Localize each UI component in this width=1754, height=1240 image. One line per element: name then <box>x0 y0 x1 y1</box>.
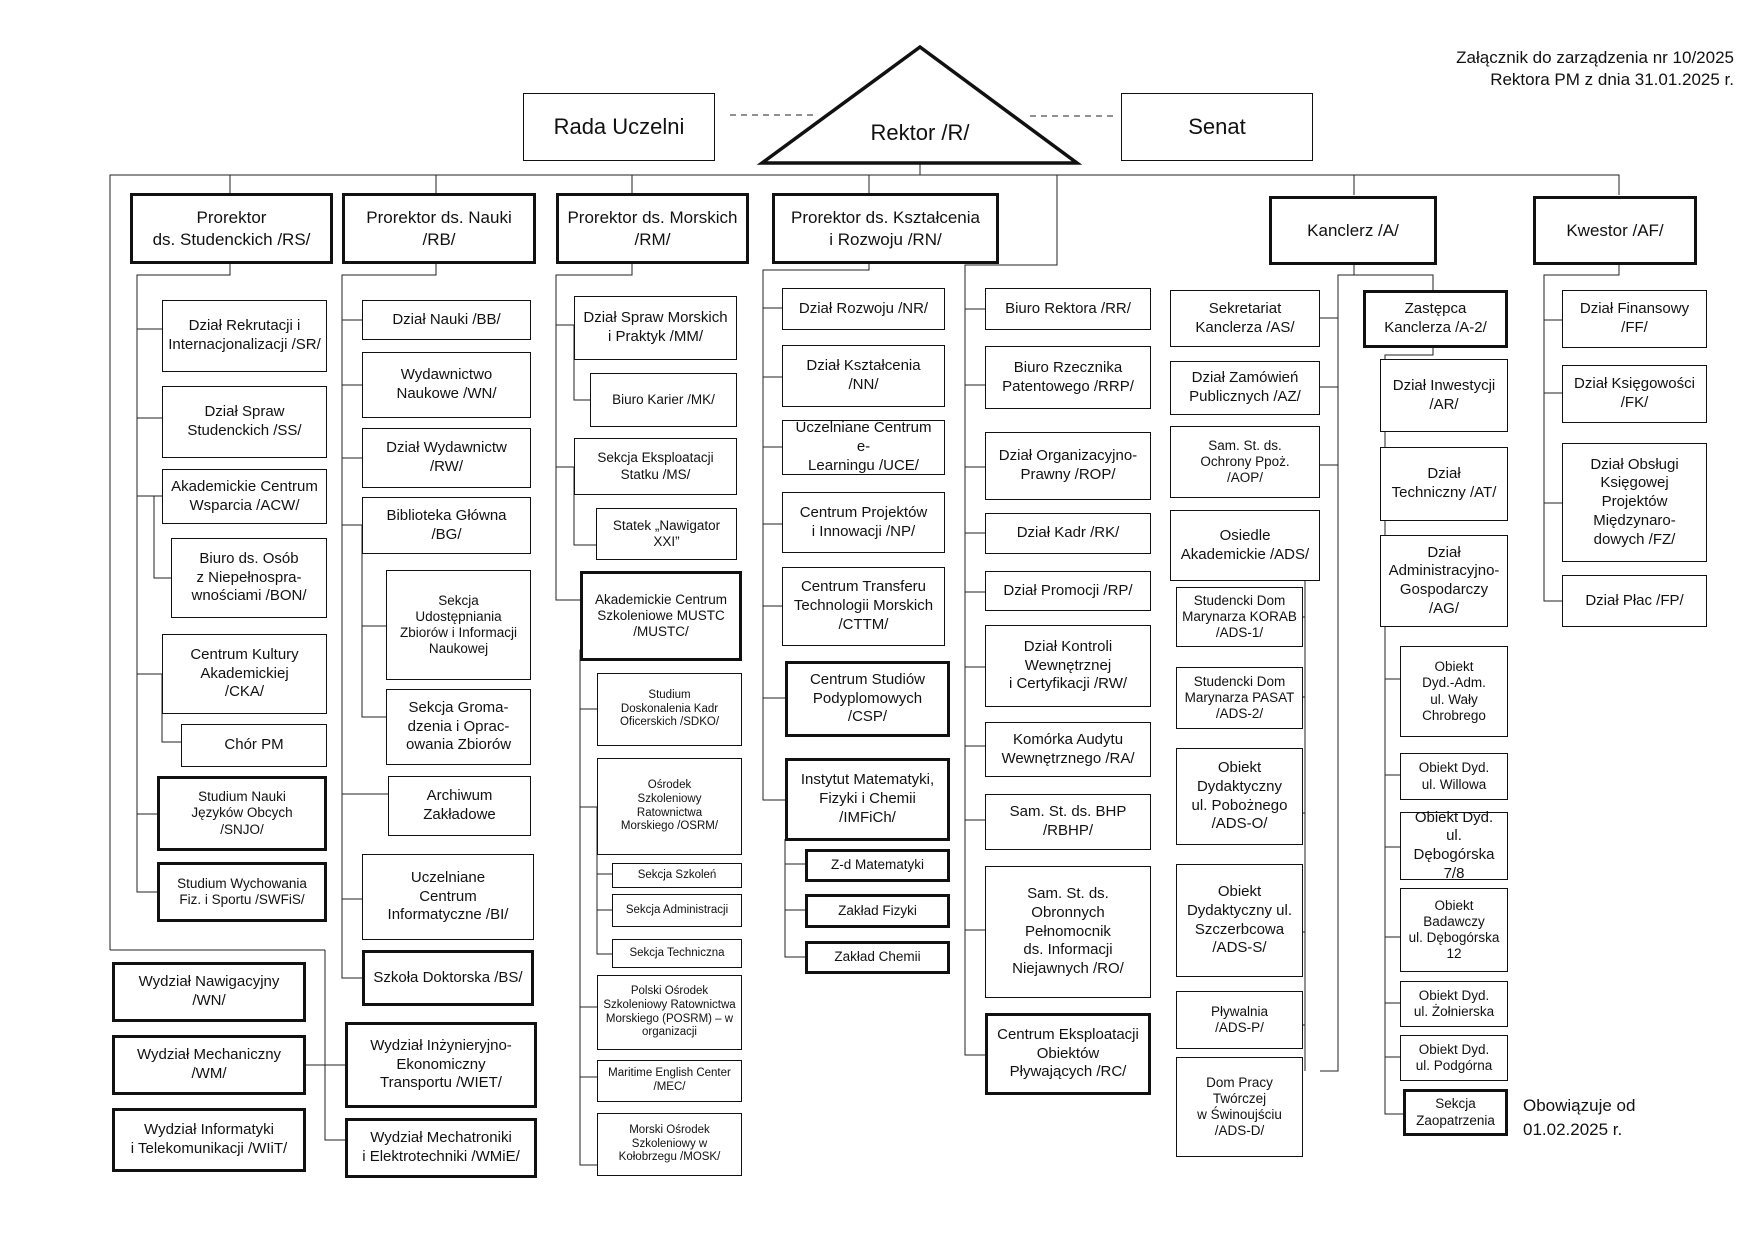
unit-fk: Dział Księgowości /FK/ <box>1562 365 1707 423</box>
unit-nn: Dział Kształcenia /NN/ <box>782 345 945 407</box>
validity-note: Obowiązuje od 01.02.2025 r. <box>1523 1094 1635 1142</box>
unit-mustc: Akademickie Centrum Szkoleniowe MUSTC /M… <box>580 571 742 661</box>
unit-wn: Wydawnictwo Naukowe /WN/ <box>362 352 531 418</box>
unit-bon: Biuro ds. Osób z Niepełnospra- wnościami… <box>171 538 327 618</box>
annex-note: Załącznik do zarządzenia nr 10/2025 Rekt… <box>1456 47 1734 91</box>
unit-cka: Centrum Kultury Akademickiej /CKA/ <box>162 634 327 714</box>
unit-adsp: Pływalnia /ADS-P/ <box>1176 991 1303 1049</box>
unit-imfich: Instytut Matematyki, Fizyki i Chemii /IM… <box>785 758 950 841</box>
unit-mosk: Morski Ośrodek Szkoleniowy w Kołobrzegu … <box>597 1113 742 1176</box>
unit-bs: Szkoła Doktorska /BS/ <box>362 950 534 1006</box>
unit-bg: Biblioteka Główna /BG/ <box>362 497 531 554</box>
faculty-wmie: Wydział Mechatroniki i Elektrotechniki /… <box>345 1118 537 1178</box>
unit-chor: Chór PM <box>181 724 327 767</box>
unit-cttm: Centrum Transferu Technologii Morskich /… <box>782 567 945 646</box>
unit-archiwum: Archiwum Zakładowe <box>388 776 531 836</box>
unit-fp: Dział Płac /FP/ <box>1562 575 1707 627</box>
unit-nawigator: Statek „Nawigator XXI” <box>596 508 737 560</box>
unit-az: Dział Zamówień Publicznych /AZ/ <box>1170 361 1320 415</box>
unit-aop: Sam. St. ds. Ochrony Ppoż. /AOP/ <box>1170 426 1320 498</box>
annex-note-line2: Rektora PM z dnia 31.01.2025 r. <box>1490 70 1734 90</box>
unit-rc: Centrum Eksploatacji Obiektów Pływającyc… <box>985 1013 1151 1095</box>
unit-acw: Akademickie Centrum Wsparcia /ACW/ <box>162 469 327 524</box>
faculty-wiit: Wydział Informatyki i Telekomunikacji /W… <box>112 1108 306 1172</box>
unit-sdko: Studium Doskonalenia Kadr Oficerskich /S… <box>597 673 742 746</box>
unit-as: Sekretariat Kanclerza /AS/ <box>1170 290 1320 347</box>
unit-at: Dział Techniczny /AT/ <box>1380 447 1508 521</box>
unit-sekcja-techniczna: Sekcja Techniczna <box>612 939 742 968</box>
unit-ff: Dział Finansowy /FF/ <box>1562 290 1707 348</box>
unit-sekcja-udostepniania: Sekcja Udostępniania Zbiorów i Informacj… <box>386 570 531 680</box>
unit-uce: Uczelniane Centrum e- Learningu /UCE/ <box>782 419 945 475</box>
unit-ms: Sekcja Eksploatacji Statku /MS/ <box>574 438 737 495</box>
prorektor-rm-box: Prorektor ds. Morskich /RM/ <box>556 193 749 264</box>
unit-ra: Komórka Audytu Wewnętrznego /RA/ <box>985 722 1151 777</box>
unit-obiekt-zolnierska: Obiekt Dyd. ul. Żołnierska <box>1400 981 1508 1027</box>
rada-uczelni-box: Rada Uczelni <box>523 93 715 161</box>
unit-a2: Zastępca Kanclerza /A-2/ <box>1363 290 1508 348</box>
unit-zfiz: Zakład Fizyki <box>805 894 950 928</box>
annex-note-line1: Załącznik do zarządzenia nr 10/2025 <box>1456 48 1734 67</box>
unit-nr: Dział Rozwoju /NR/ <box>782 288 945 330</box>
kwestor-box: Kwestor /AF/ <box>1533 196 1697 265</box>
faculty-wm: Wydział Mechaniczny /WM/ <box>112 1035 306 1095</box>
unit-sekcja-szkolen: Sekcja Szkoleń <box>612 863 742 888</box>
faculty-wiet: Wydział Inżynieryjno- Ekonomiczny Transp… <box>345 1022 537 1108</box>
unit-adss: Obiekt Dydaktyczny ul. Szczerbcowa /ADS-… <box>1176 864 1303 977</box>
unit-sekcja-gromadzenia: Sekcja Groma- dzenia i Oprac- owania Zbi… <box>386 689 531 765</box>
unit-rop: Dział Organizacyjno- Prawny /ROP/ <box>985 432 1151 500</box>
unit-ss: Dział Spraw Studenckich /SS/ <box>162 386 327 458</box>
validity-note-line1: Obowiązuje od <box>1523 1096 1636 1115</box>
unit-osrm: Ośrodek Szkoleniowy Ratownictwa Morskieg… <box>597 758 742 855</box>
unit-fz: Dział Obsługi Księgowej Projektów Między… <box>1562 443 1707 562</box>
unit-ag: Dział Administracyjno- Gospodarczy /AG/ <box>1380 535 1508 627</box>
unit-mk: Biuro Karier /MK/ <box>590 373 737 427</box>
unit-mm: Dział Spraw Morskich i Praktyk /MM/ <box>574 296 737 360</box>
unit-rw-rb: Dział Wydawnictw /RW/ <box>362 428 531 488</box>
unit-rrp: Biuro Rzecznika Patentowego /RRP/ <box>985 346 1151 409</box>
unit-obiekt-willowa: Obiekt Dyd. ul. Willowa <box>1400 753 1508 800</box>
unit-bb: Dział Nauki /BB/ <box>362 300 531 340</box>
unit-bi: Uczelniane Centrum Informatyczne /BI/ <box>362 854 534 940</box>
unit-rp: Dział Promocji /RP/ <box>985 571 1151 611</box>
unit-obiekt-debogorska-78: Obiekt Dyd. ul. Dębogórska 7/8 <box>1400 809 1508 882</box>
unit-ar: Dział Inwestycji /AR/ <box>1380 359 1508 432</box>
prorektor-rn-box: Prorektor ds. Kształcenia i Rozwoju /RN/ <box>772 193 999 264</box>
faculty-wn: Wydział Nawigacyjny /WN/ <box>112 962 306 1022</box>
kanclerz-box: Kanclerz /A/ <box>1269 196 1437 265</box>
unit-adso: Obiekt Dydaktyczny ul. Pobożnego /ADS-O/ <box>1176 748 1303 845</box>
unit-obiekt-podgorna: Obiekt Dyd. ul. Podgórna <box>1400 1035 1508 1081</box>
unit-posrm: Polski Ośrodek Szkoleniowy Ratownictwa M… <box>597 975 742 1050</box>
unit-zmat: Z-d Matematyki <box>805 849 950 882</box>
unit-snjo: Studium Nauki Języków Obcych /SNJO/ <box>157 776 327 851</box>
rektor-label: Rektor /R/ <box>870 120 970 145</box>
unit-rr: Biuro Rektora /RR/ <box>985 288 1151 330</box>
unit-swfis: Studium Wychowania Fiz. i Sportu /SWFiS/ <box>157 862 327 922</box>
prorektor-rb-box: Prorektor ds. Nauki /RB/ <box>342 193 536 264</box>
rektor-triangle <box>756 44 1083 165</box>
unit-rbhp: Sam. St. ds. BHP /RBHP/ <box>985 794 1151 850</box>
senat-box: Senat <box>1121 93 1313 161</box>
unit-sekcja-zaopatrzenia: Sekcja Zaopatrzenia <box>1403 1089 1508 1136</box>
unit-adsd: Dom Pracy Twórczej w Świnoujściu /ADS-D/ <box>1176 1057 1303 1157</box>
unit-ads1: Studencki Dom Marynarza KORAB /ADS-1/ <box>1176 587 1303 647</box>
unit-zchem: Zakład Chemii <box>805 941 950 974</box>
prorektor-rs-box: Prorektor ds. Studenckich /RS/ <box>130 193 333 264</box>
unit-sekcja-administracji: Sekcja Administracji <box>612 894 742 927</box>
unit-obiekt-debogorska-12: Obiekt Badawczy ul. Dębogórska 12 <box>1400 888 1508 972</box>
unit-csp: Centrum Studiów Podyplomowych /CSP/ <box>785 661 950 737</box>
unit-obiekt-waly: Obiekt Dyd.-Adm. ul. Wały Chrobrego <box>1400 646 1508 737</box>
unit-rk: Dział Kadr /RK/ <box>985 513 1151 554</box>
unit-rw-kontroli: Dział Kontroli Wewnętrznej i Certyfikacj… <box>985 625 1151 707</box>
unit-mec: Maritime English Center /MEC/ <box>597 1060 742 1102</box>
unit-sr: Dział Rekrutacji i Internacjonalizacji /… <box>162 300 327 372</box>
unit-ads: Osiedle Akademickie /ADS/ <box>1170 510 1320 581</box>
unit-ads2: Studencki Dom Marynarza PASAT /ADS-2/ <box>1176 667 1303 729</box>
validity-note-line2: 01.02.2025 r. <box>1523 1119 1623 1139</box>
unit-ro: Sam. St. ds. Obronnych Pełnomocnik ds. I… <box>985 866 1151 998</box>
unit-np: Centrum Projektów i Innowacji /NP/ <box>782 492 945 553</box>
